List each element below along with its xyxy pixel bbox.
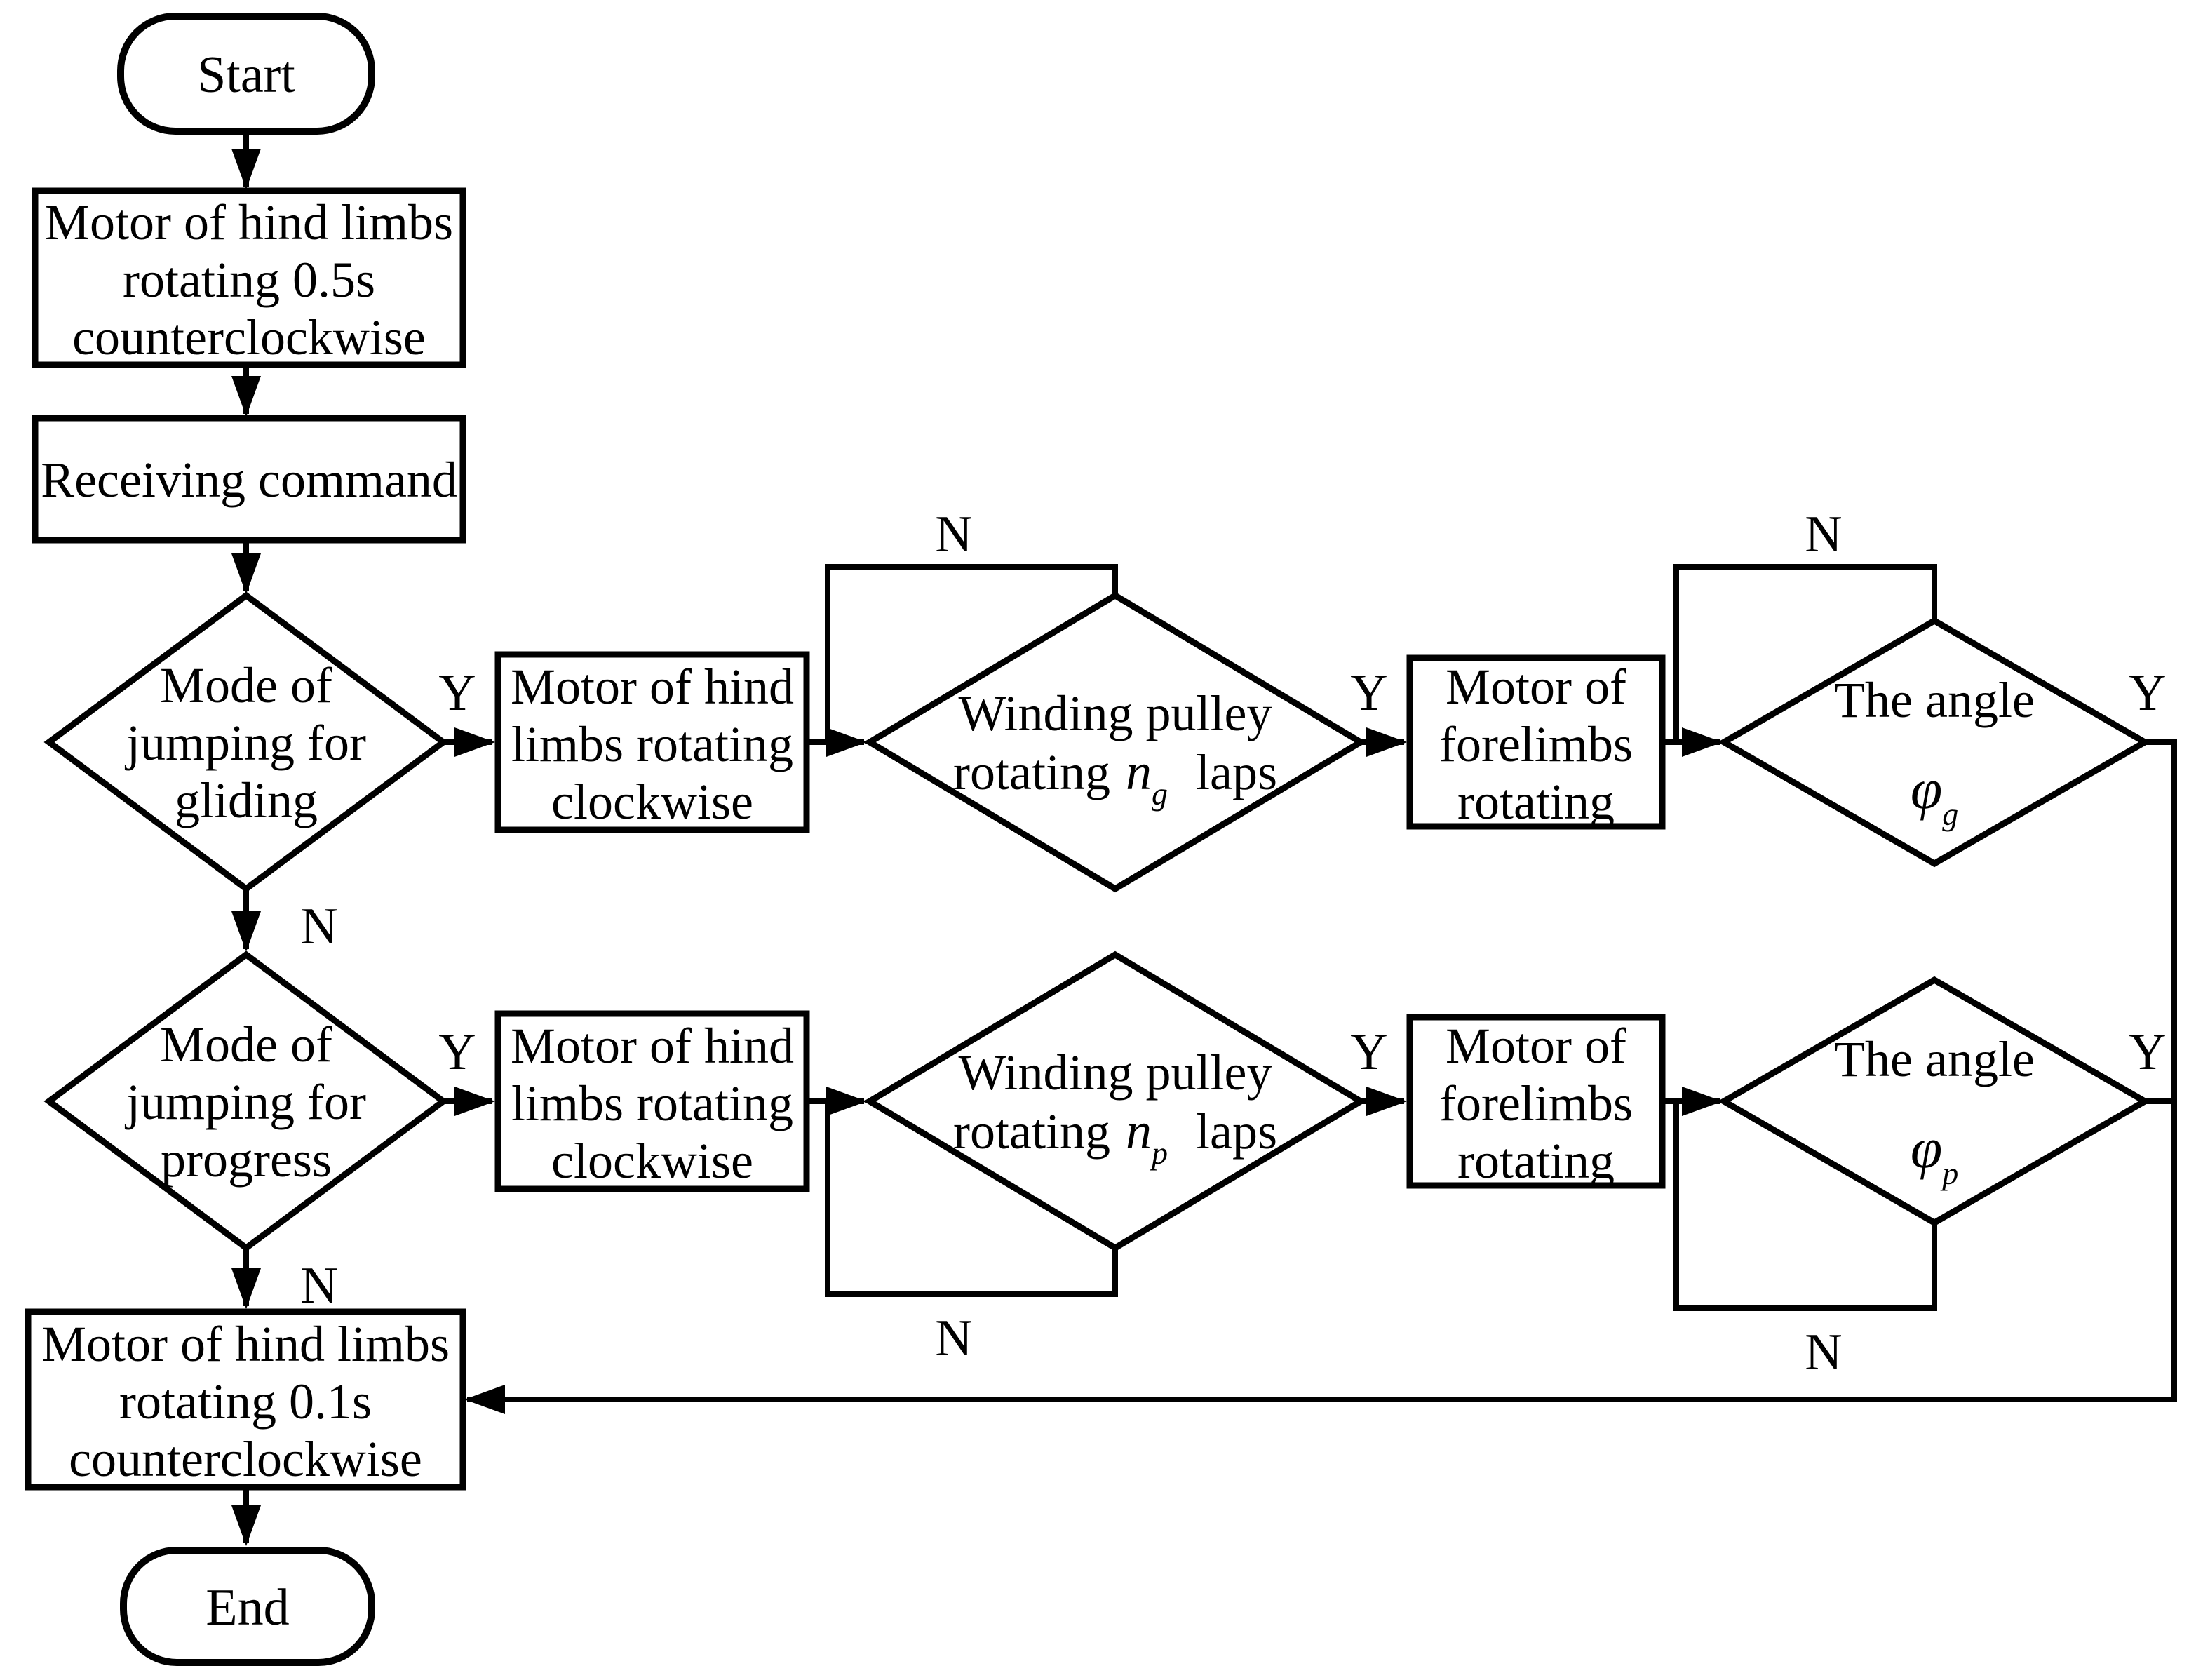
node-forelimbs-prog: Motor of forelimbs rotating [1406, 1014, 1666, 1189]
label-angle-prog-no: N [1805, 1324, 1842, 1381]
receive-command-line1: Receiving command [41, 452, 457, 508]
label-winding-prog-yes: Y [1350, 1023, 1387, 1081]
hind-cw-glide-shape [494, 651, 810, 833]
edges [231, 131, 2177, 1546]
angle-glide-line1: The angle [1834, 672, 2035, 728]
final-motor-line1: Motor of hind limbs [41, 1316, 450, 1372]
edge-winding-prog-no-loop [825, 1101, 1118, 1297]
node-angle-glide: The angle φg [1717, 617, 2152, 868]
node-init-motor: Motor of hind limbs rotating 0.5s counte… [32, 187, 466, 368]
mode-progress-line1: Mode of [160, 1016, 332, 1073]
label-mode-progress-no: N [300, 1257, 337, 1315]
hind-cw-glide-line1: Motor of hind [511, 659, 794, 715]
init-motor-line3: counterclockwise [72, 309, 426, 365]
mode-progress-line3: progress [161, 1131, 332, 1188]
label-winding-glide-no: N [935, 506, 972, 563]
angle-prog-line1: The angle [1834, 1031, 2035, 1087]
angle-prog-line2: φp [1911, 1116, 1958, 1191]
node-end: End [120, 1547, 375, 1666]
label-mode-gliding-no: N [300, 898, 337, 955]
receive-command-shape [32, 415, 466, 544]
node-hind-cw-glide: Motor of hind limbs rotating clockwise [494, 651, 810, 833]
node-mode-progress: Mode of jumping for progress [43, 950, 449, 1252]
forelimbs-glide-shape [1406, 654, 1666, 830]
winding-glide-line1: Winding pulley [958, 685, 1272, 741]
hind-cw-glide-line2: limbs rotating [511, 716, 793, 772]
node-mode-gliding: Mode of jumping for gliding [43, 591, 449, 893]
mode-gliding-line1: Mode of [160, 657, 332, 713]
forelimbs-glide-line3: rotating [1457, 774, 1615, 830]
angle-prog-diamond-shape [1717, 976, 2152, 1227]
angle-glide-diamond-shape [1717, 617, 2152, 868]
mode-gliding-line2: jumping for [124, 715, 366, 771]
node-start: Start [117, 13, 375, 135]
winding-glide-diamond-shape [863, 591, 1367, 893]
start-label: Start [197, 46, 295, 104]
end-terminator-shape [120, 1547, 375, 1666]
label-mode-gliding-yes: Y [438, 664, 476, 722]
final-motor-shape [25, 1308, 466, 1491]
mode-gliding-line3: gliding [175, 772, 318, 828]
winding-prog-line1: Winding pulley [958, 1044, 1272, 1101]
init-motor-shape [32, 187, 466, 368]
node-final-motor: Motor of hind limbs rotating 0.1s counte… [25, 1308, 466, 1491]
mode-progress-diamond-shape [43, 950, 449, 1252]
edge-winding-glide-no-loop [825, 564, 1118, 742]
node-angle-prog: The angle φp [1717, 976, 2152, 1227]
init-motor-line1: Motor of hind limbs [45, 194, 453, 250]
forelimbs-prog-shape [1406, 1014, 1666, 1189]
start-terminator-shape [117, 13, 375, 135]
forelimbs-prog-line2: forelimbs [1439, 1075, 1633, 1131]
edge-angle-yes-rail-to-final [464, 739, 2177, 1414]
final-motor-line3: counterclockwise [69, 1431, 422, 1487]
mode-progress-line2: jumping for [124, 1074, 366, 1130]
branch-labels: Y N N Y N Y Y N N Y N Y [300, 506, 2166, 1381]
forelimbs-prog-line3: rotating [1457, 1133, 1615, 1189]
edge-angle-glide-no-loop [1673, 564, 1937, 742]
hind-cw-prog-line3: clockwise [551, 1133, 753, 1189]
hind-cw-prog-line1: Motor of hind [511, 1018, 794, 1074]
winding-prog-diamond-shape [863, 950, 1367, 1252]
label-winding-prog-no: N [935, 1310, 972, 1367]
angle-glide-line2: φg [1911, 757, 1958, 832]
label-angle-glide-yes: Y [2129, 664, 2166, 722]
mode-gliding-diamond-shape [43, 591, 449, 893]
forelimbs-glide-line2: forelimbs [1439, 716, 1633, 772]
node-hind-cw-prog: Motor of hind limbs rotating clockwise [494, 1010, 810, 1192]
hind-cw-glide-line3: clockwise [551, 774, 753, 830]
label-winding-glide-yes: Y [1350, 664, 1387, 722]
label-angle-prog-yes: Y [2129, 1023, 2166, 1081]
node-receive-command: Receiving command [32, 415, 466, 544]
label-angle-glide-no: N [1805, 506, 1842, 563]
end-label: End [206, 1579, 289, 1637]
node-forelimbs-glide: Motor of forelimbs rotating [1406, 654, 1666, 830]
forelimbs-glide-line1: Motor of [1446, 659, 1626, 715]
init-motor-line2: rotating 0.5s [123, 252, 375, 308]
label-mode-progress-yes: Y [438, 1023, 476, 1081]
edge-angle-prog-no-loop [1673, 1101, 1937, 1311]
forelimbs-prog-line1: Motor of [1446, 1018, 1626, 1074]
final-motor-line2: rotating 0.1s [119, 1373, 372, 1430]
hind-cw-prog-line2: limbs rotating [511, 1075, 793, 1131]
hind-cw-prog-shape [494, 1010, 810, 1192]
